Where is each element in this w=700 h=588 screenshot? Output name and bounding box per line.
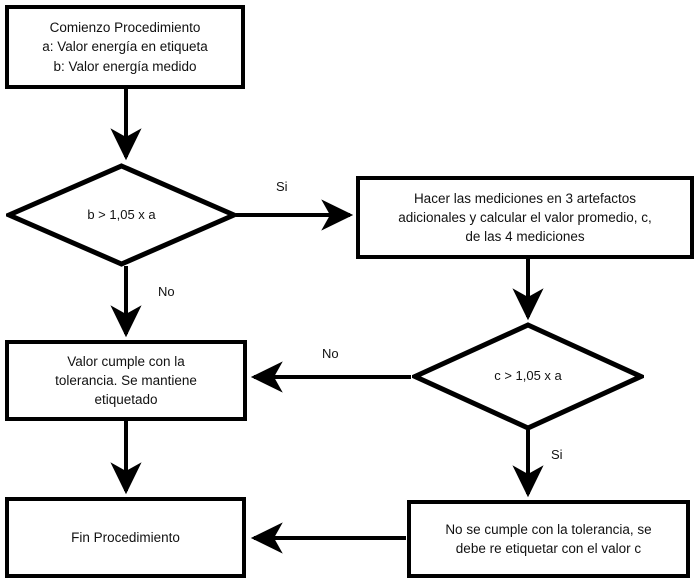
edge-label-b-yes: Si: [276, 179, 288, 194]
edge-label-b-no: No: [158, 284, 175, 299]
node-not-complies-label: No se cumple con la tolerancia, se debe …: [445, 521, 652, 556]
edge-label-c-yes: Si: [551, 447, 563, 462]
edge-label-c-no: No: [322, 346, 339, 361]
node-end-label: Fin Procedimiento: [71, 529, 180, 545]
node-decision-c-label: c > 1,05 x a: [494, 368, 562, 384]
node-measure-label: Hacer las mediciones en 3 artefactos adi…: [398, 190, 652, 245]
node-complies: Valor cumple con la tolerancia. Se manti…: [5, 340, 247, 421]
node-decision-b-label: b > 1,05 x a: [87, 206, 156, 222]
node-decision-b: b > 1,05 x a: [6, 163, 237, 267]
node-measure: Hacer las mediciones en 3 artefactos adi…: [356, 176, 694, 259]
node-end: Fin Procedimiento: [5, 497, 246, 578]
node-start: Comienzo Procedimiento a: Valor energía …: [5, 5, 245, 89]
decision-b-diamond-shape: [6, 163, 237, 267]
decision-c-diamond-shape: [412, 322, 644, 431]
node-decision-c: c > 1,05 x a: [412, 322, 644, 431]
node-complies-label: Valor cumple con la tolerancia. Se manti…: [55, 353, 197, 408]
node-start-label: Comienzo Procedimiento a: Valor energía …: [42, 20, 208, 74]
node-not-complies: No se cumple con la tolerancia, se debe …: [407, 500, 690, 578]
